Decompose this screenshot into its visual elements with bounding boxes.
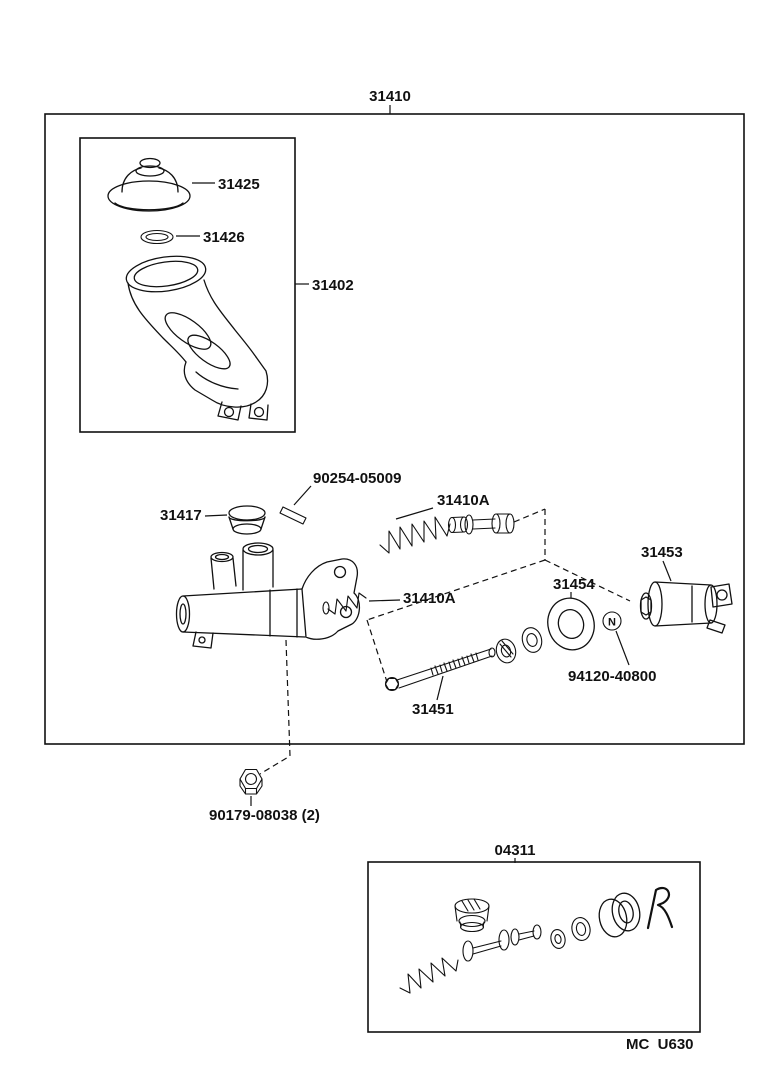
reservoir-group-box [79, 137, 296, 433]
leader-cup [662, 560, 672, 582]
marker-n-text: N [608, 617, 616, 629]
master-cylinder-drawing [175, 542, 361, 649]
leader-pin [293, 485, 312, 506]
label-reservoir: 31402 [312, 277, 354, 294]
label-pin: 90254-05009 [313, 470, 401, 487]
label-nut: 90179-08038 (2) [209, 807, 320, 824]
grommet-drawing [547, 597, 595, 651]
cap-drawing [228, 505, 266, 535]
seal-washers-drawing [495, 627, 543, 664]
reservoir-drawing [125, 255, 269, 421]
kit-ring-drawing [598, 892, 641, 938]
repair-kit-box [367, 861, 701, 1033]
assembly-dashed-lines [259, 508, 631, 775]
cup-drawing [639, 581, 733, 634]
label-repair-kit: 04311 [495, 842, 536, 859]
label-assembly-code: 31410 [369, 88, 411, 105]
leader-cap [204, 514, 228, 517]
valve-upper-drawing [379, 513, 515, 554]
washer-marker-drawing [602, 611, 622, 631]
label-cup: 31453 [641, 544, 683, 561]
page-code: MC U630 [626, 1036, 694, 1053]
label-washer: 94120-40800 [568, 668, 656, 685]
boot-drawing [107, 157, 191, 212]
leader-valve-upper [395, 507, 434, 520]
label-bolt: 31451 [412, 701, 454, 718]
kit-grommet-drawing [454, 898, 490, 933]
pin-drawing [279, 506, 307, 525]
label-valve-upper: 31410A [437, 492, 490, 509]
kit-snap-ring-drawing [646, 886, 674, 930]
nut-drawing [239, 768, 263, 795]
label-cap: 31417 [160, 507, 202, 524]
gasket-drawing [140, 229, 174, 245]
leader-washer [615, 630, 630, 666]
leader-valve-lower [368, 599, 401, 602]
label-boot: 31425 [218, 176, 260, 193]
label-gasket: 31426 [203, 229, 245, 246]
assembly-boundary-box [44, 113, 745, 745]
bolt-drawing [384, 647, 496, 692]
leader-bolt [436, 675, 444, 701]
kit-washers-drawing [550, 917, 591, 949]
kit-piston-spring-drawing [399, 924, 542, 994]
label-grommet: 31454 [553, 576, 595, 593]
valve-lower-drawing [322, 592, 367, 615]
